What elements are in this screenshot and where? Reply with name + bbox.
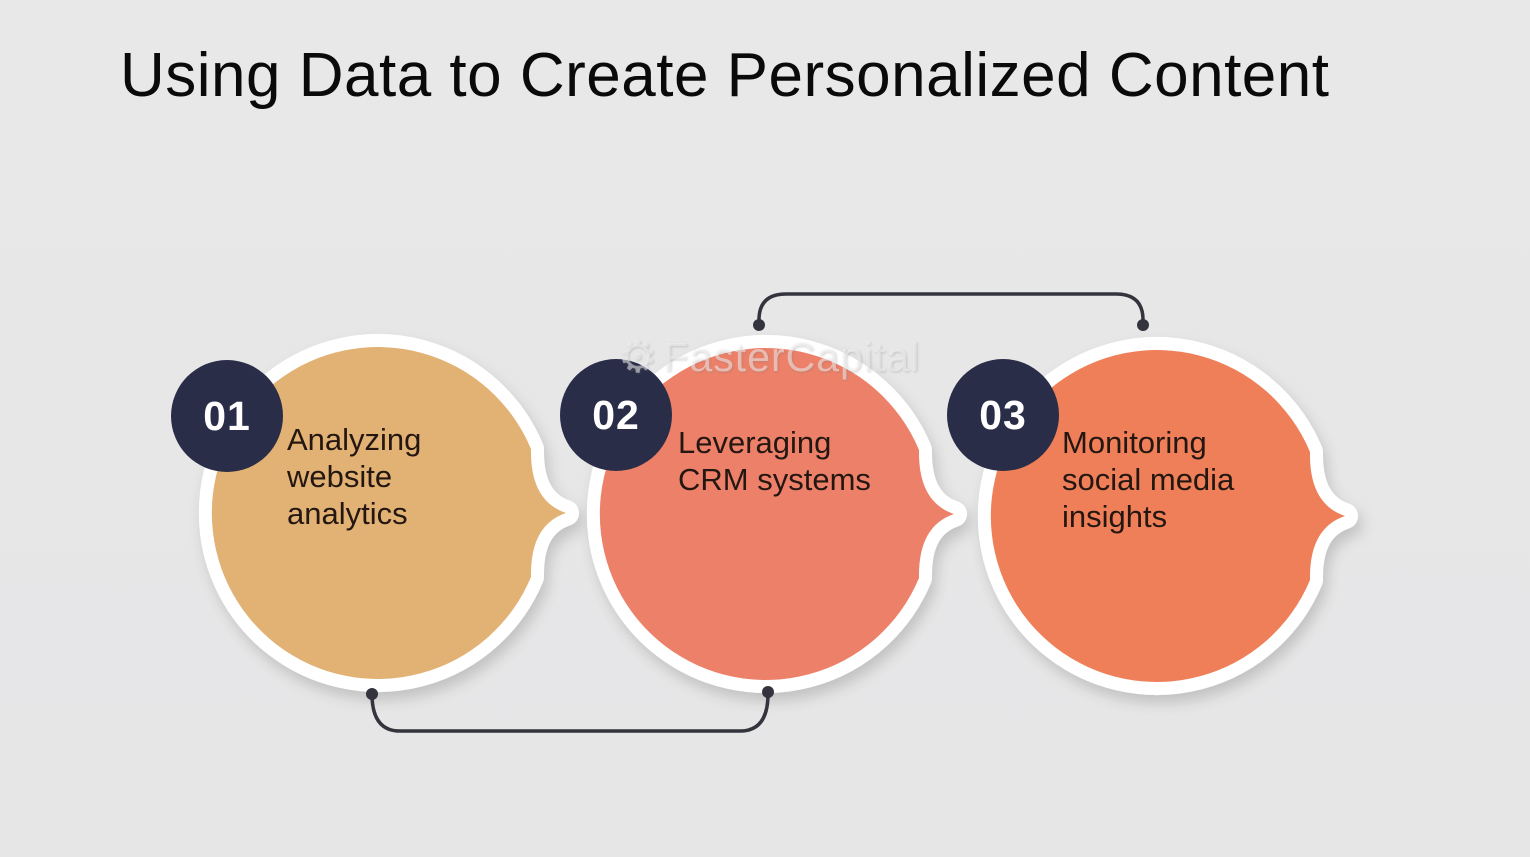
step-badge-3 — [947, 359, 1059, 471]
step-label-1: Analyzing website analytics — [287, 422, 422, 531]
connector-bottom-dot-left — [366, 688, 378, 700]
step-bubble-2 — [586, 335, 967, 693]
step-badge-2-number: 02 — [592, 391, 640, 438]
connector-top-dot-left — [753, 319, 765, 331]
step-label-3: Monitoring social media insights — [1062, 425, 1235, 534]
connector-top — [757, 292, 1145, 322]
connector-bottom — [370, 692, 770, 733]
step-badge-2 — [560, 359, 672, 471]
step-bubble-2-fill — [599, 348, 954, 680]
step-badge-1-number: 01 — [203, 392, 251, 439]
step-badge-3-number: 03 — [979, 391, 1027, 438]
connector-bottom-dot-right — [762, 686, 774, 698]
step-badge-1 — [171, 360, 283, 472]
slide-title: Using Data to Create Personalized Conten… — [120, 41, 1330, 110]
step-bubble-1-fill — [211, 347, 566, 680]
step-label-2: Leveraging CRM systems — [678, 425, 871, 497]
step-bubble-3-fill — [990, 350, 1345, 682]
step-bubble-3 — [977, 337, 1358, 695]
connector-top-dot-right — [1137, 319, 1149, 331]
step-bubble-1 — [198, 334, 579, 692]
